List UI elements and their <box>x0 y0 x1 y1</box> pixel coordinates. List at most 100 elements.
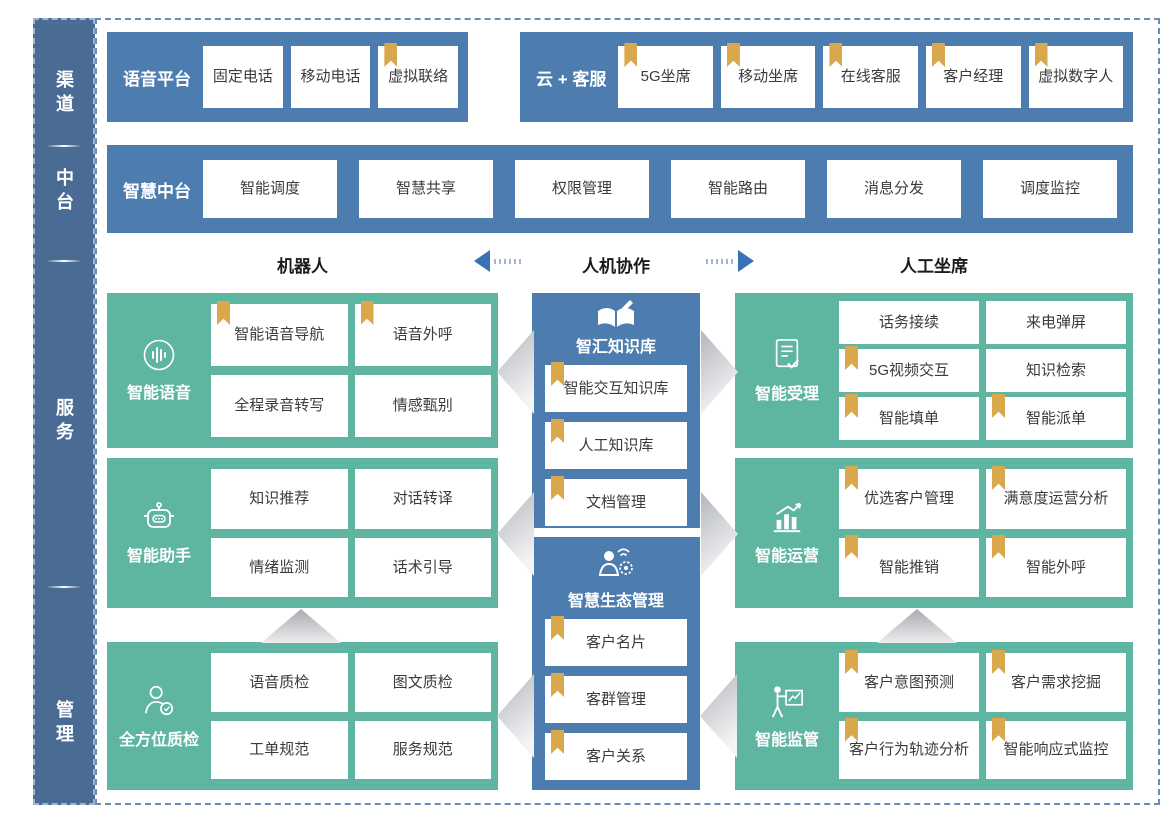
feature-item-label: 话术引导 <box>392 558 453 576</box>
feature-item-label: 智能推销 <box>878 558 939 576</box>
group-items: 5G坐席 移动坐席 在线客服 客户经理 虚拟数字人 <box>618 43 1133 108</box>
block-title: 智能受理 <box>754 386 819 403</box>
feature-item-label: 客户需求挖掘 <box>1010 673 1101 691</box>
bookmark-icon <box>845 717 858 742</box>
channel-item: 移动坐席 <box>720 43 816 108</box>
flow-triangle-up-icon <box>877 609 957 643</box>
bookmark-icon <box>845 466 858 490</box>
feature-item-label: 客群管理 <box>585 690 646 708</box>
feature-item: 智能响应式监控 <box>986 717 1126 779</box>
feature-item-label: 智能语音导航 <box>234 326 325 344</box>
flow-chevron-left-icon <box>700 674 737 758</box>
feature-item-label: 客户关系 <box>585 747 646 765</box>
feature-item-label: 优选客户管理 <box>863 490 954 508</box>
channel-item: 客户经理 <box>925 43 1021 108</box>
feature-item: 语音质检 <box>211 653 348 712</box>
sidebar-divider <box>46 586 82 588</box>
bookmark-icon <box>931 43 945 67</box>
feature-item-label: 全程录音转写 <box>234 397 325 415</box>
arrowhead-left-icon <box>474 250 490 272</box>
bookmark-icon <box>551 419 564 443</box>
supervision-icon <box>771 685 804 717</box>
bookmark-icon <box>551 730 564 754</box>
feature-item: 智能语音导航 <box>211 301 348 366</box>
bookmark-icon <box>845 534 858 559</box>
block-title: 智慧生态管理 <box>567 593 664 610</box>
block-head: 智能监管 <box>735 642 839 790</box>
feature-item-label: 知识检索 <box>1025 361 1086 379</box>
feature-item: 图文质检 <box>354 653 491 712</box>
flow-chevron-left-icon <box>497 674 534 758</box>
dashed-arrow-left-icon <box>474 250 522 272</box>
feature-item-label: 智能外呼 <box>1025 558 1086 576</box>
midplatform-item-label: 调度监控 <box>1019 180 1080 198</box>
block-items: 客户意图预测 客户需求挖掘 客户行为轨迹分析 智能响应式监控 <box>839 650 1126 779</box>
bookmark-icon <box>726 43 740 67</box>
header-human-agent: 人工坐席 <box>900 257 968 276</box>
feature-item: 5G视频交互 <box>839 346 979 392</box>
sidebar-item-service: 服务 <box>54 398 74 446</box>
feature-item: 优选客户管理 <box>839 466 979 529</box>
block-items: 话务接续 来电弹屏 5G视频交互 知识检索 智能填单 智能派单 <box>839 301 1126 440</box>
feature-item: 客户意图预测 <box>839 650 979 712</box>
bookmark-icon <box>1034 43 1048 67</box>
service-block-smart-voice: 智能语音 智能语音导航 语音外呼 全程录音转写 情感甄别 <box>107 293 498 448</box>
feature-item-label: 智能派单 <box>1025 409 1086 427</box>
block-head: 全方位质检 <box>107 642 211 790</box>
midplatform-item-label: 消息分发 <box>863 180 924 198</box>
feature-item-label: 5G视频交互 <box>868 361 949 379</box>
block-items: 客户名片 客群管理 客户关系 <box>532 611 700 780</box>
sidebar-item-channel: 渠道 <box>54 70 74 118</box>
bookmark-icon <box>384 43 398 67</box>
feature-item-label: 图文质检 <box>392 673 453 691</box>
feature-item-label: 情绪监测 <box>249 558 310 576</box>
feature-item-label: 人工知识库 <box>578 436 654 454</box>
center-block-knowledge-base: 智汇知识库 智能交互知识库 人工知识库 文档管理 <box>532 293 700 528</box>
block-head: 智能运营 <box>735 458 839 608</box>
header-human-machine-collab: 人机协作 <box>582 257 650 276</box>
feature-item: 服务规范 <box>354 720 491 779</box>
group-label: 语音平台 <box>123 69 191 89</box>
feature-item: 客户行为轨迹分析 <box>839 717 979 779</box>
flow-chevron-right-icon <box>701 330 738 414</box>
bookmark-icon <box>551 362 564 386</box>
arrowhead-right-icon <box>738 250 754 272</box>
block-items: 智能语音导航 语音外呼 全程录音转写 情感甄别 <box>211 301 491 437</box>
channel-item: 5G坐席 <box>618 43 713 108</box>
bookmark-icon <box>845 394 858 418</box>
feature-item: 知识检索 <box>986 349 1126 392</box>
channel-item-label: 虚拟数字人 <box>1038 68 1114 86</box>
eco-management-icon <box>598 548 633 576</box>
feature-item: 智能推销 <box>839 534 979 597</box>
feature-item-label: 满意度运营分析 <box>1003 490 1109 508</box>
feature-item-label: 智能填单 <box>878 409 939 427</box>
feature-item-label: 客户意图预测 <box>863 673 954 691</box>
flow-chevron-left-icon <box>497 330 534 414</box>
header-robot: 机器人 <box>277 257 328 276</box>
feature-item: 智能填单 <box>839 394 979 440</box>
midplatform-item: 调度监控 <box>983 160 1117 218</box>
feature-item-label: 情感甄别 <box>392 397 453 415</box>
bookmark-icon <box>845 650 858 674</box>
midplatform-item: 权限管理 <box>515 160 649 218</box>
feature-item: 客户需求挖掘 <box>986 650 1126 712</box>
flow-chevron-right-icon <box>701 492 738 576</box>
flow-chevron-left-icon <box>497 492 534 576</box>
block-items: 语音质检 图文质检 工单规范 服务规范 <box>211 653 491 779</box>
feature-item-label: 工单规范 <box>249 741 310 759</box>
channel-item-label: 移动坐席 <box>738 68 799 86</box>
group-label: 云 + 客服 <box>536 69 607 89</box>
service-block-quality-inspection: 全方位质检 语音质检 图文质检 工单规范 服务规范 <box>107 642 498 790</box>
feature-item-label: 对话转译 <box>392 490 453 508</box>
bookmark-icon <box>992 717 1005 742</box>
bookmark-icon <box>992 394 1005 418</box>
block-title: 智能监管 <box>754 731 819 749</box>
sidebar-item-management: 管理 <box>54 700 74 748</box>
dashed-tail <box>706 258 734 264</box>
voice-icon <box>143 339 175 371</box>
block-items: 优选客户管理 满意度运营分析 智能推销 智能外呼 <box>839 466 1126 597</box>
feature-item: 客户名片 <box>545 616 687 666</box>
block-title: 智汇知识库 <box>575 339 656 356</box>
bookmark-icon <box>845 346 858 370</box>
feature-item: 话务接续 <box>839 301 979 344</box>
